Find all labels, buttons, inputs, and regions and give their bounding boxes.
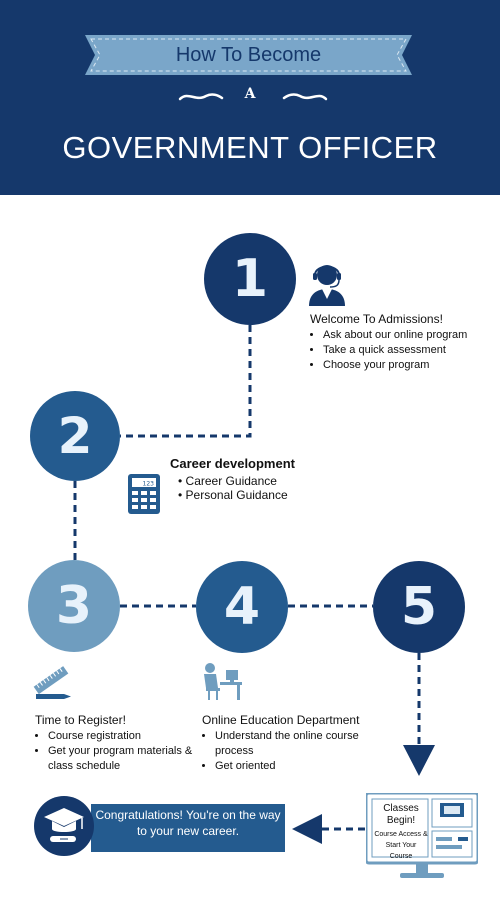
step-4-bullet: Understand the online course process: [215, 729, 365, 759]
headset-agent-icon: [309, 265, 345, 306]
step-4-bullet: Get oriented: [215, 759, 365, 774]
arrow-left-icon: [292, 814, 322, 844]
step-3-title: Time to Register!: [35, 713, 126, 727]
header-banner: [0, 0, 500, 195]
title-ribbon: [85, 35, 412, 75]
step-4-circle: 4: [196, 561, 288, 653]
step-1-bullet: Choose your program: [323, 358, 500, 373]
congrats-text: Congratulations! You're on the way to yo…: [91, 807, 285, 839]
swirl-right-ornament: [282, 93, 328, 101]
article-letter: A: [244, 86, 256, 102]
connector-1-2: [120, 325, 252, 438]
arrow-down-icon: [403, 745, 435, 776]
step-2-bullets: • Career Guidance • Personal Guidance: [178, 474, 288, 502]
step-2-circle: 2: [30, 391, 120, 481]
congrats-line-2: to your new career.: [136, 824, 240, 838]
congrats-line-1: Congratulations! You're on the way: [95, 808, 281, 822]
step-3-bullet: Course registration: [48, 729, 193, 744]
ribbon-text: How To Become: [175, 44, 322, 66]
calc-display-text: 123: [143, 481, 155, 488]
screen-title: Classes Begin!: [383, 803, 419, 826]
step-5-circle: 5: [373, 561, 465, 653]
main-title: GOVERNMENT OFFICER: [62, 130, 438, 165]
calculator-icon: 123: [128, 474, 160, 514]
step-1-bullet: Ask about our online program: [323, 328, 500, 343]
student-desk-icon: [204, 663, 242, 700]
step-1-title: Welcome To Admissions!: [310, 312, 443, 326]
step-2-bullet: • Career Guidance: [178, 474, 277, 488]
step-1-circle: 1: [204, 233, 296, 325]
step-2-bullet: • Personal Guidance: [178, 488, 288, 502]
step-3-bullet: Get your program materials & class sched…: [48, 744, 193, 774]
monitor-icon: [366, 793, 478, 878]
step-3-circle: 3: [28, 560, 120, 652]
step-2-title: Career development: [170, 456, 295, 471]
swirl-left-ornament: [178, 93, 224, 101]
graduation-cap-icon: [44, 808, 84, 842]
ruler-pencil-icon: [33, 666, 71, 699]
step-1-bullets: Ask about our online program Take a quic…: [310, 328, 500, 373]
screen-subtitle: Course Access & Start Your Course: [374, 831, 428, 860]
step-4-bullets: Understand the online course process Get…: [202, 729, 365, 774]
step-1-bullet: Take a quick assessment: [323, 343, 500, 358]
step-4-title: Online Education Department: [202, 713, 360, 727]
congrats-banner: [91, 804, 285, 852]
step-3-bullets: Course registration Get your program mat…: [35, 729, 193, 774]
